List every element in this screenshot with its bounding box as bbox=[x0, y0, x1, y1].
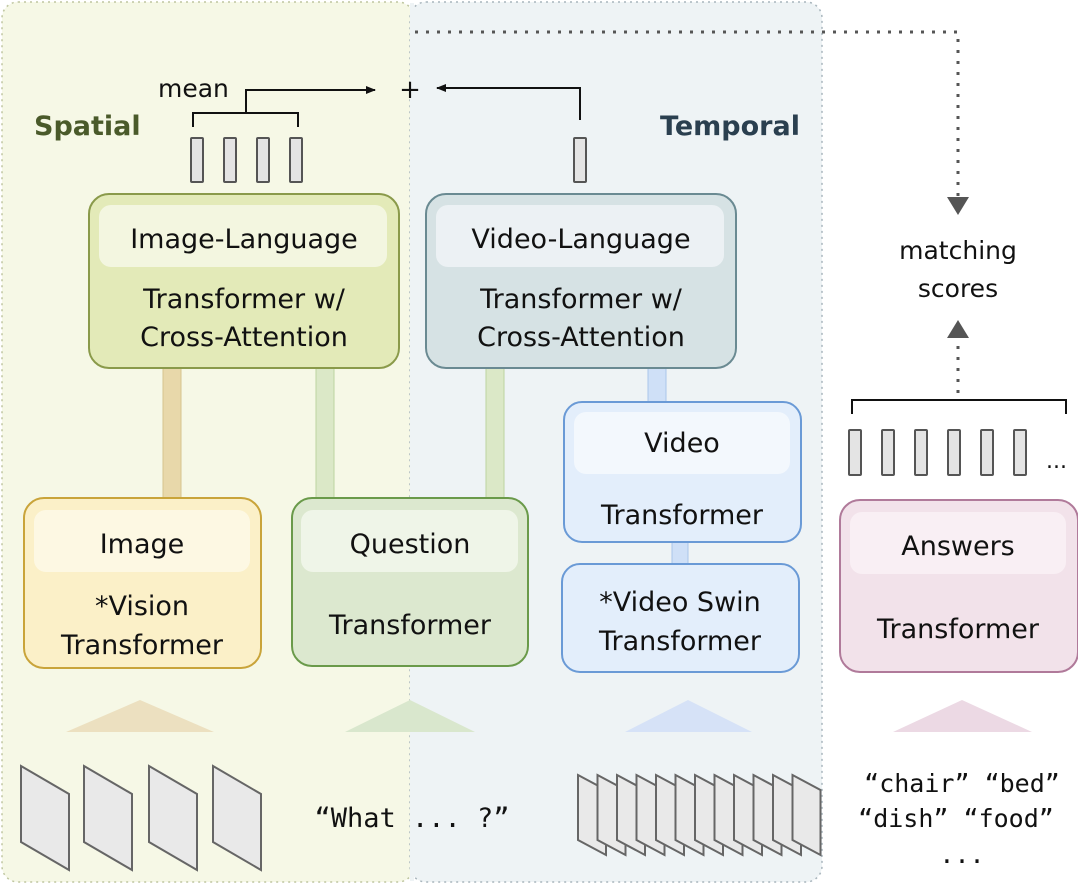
answers-input-more: ... bbox=[939, 840, 984, 869]
spatial-tokens bbox=[190, 137, 303, 183]
video-title: Video bbox=[644, 428, 720, 459]
mean-bracket bbox=[192, 90, 375, 127]
token-bar bbox=[190, 137, 204, 183]
plus-sign: + bbox=[399, 75, 421, 105]
image-frame bbox=[20, 764, 70, 872]
video-swin-transformer: *Video Swin Transformer bbox=[561, 563, 800, 673]
image-language-transformer: Image-Language Transformer w/ Cross-Atte… bbox=[88, 193, 400, 369]
image-title: Image bbox=[100, 529, 185, 560]
arrowhead-up bbox=[947, 320, 969, 338]
image-line2: Transformer bbox=[60, 630, 224, 661]
video-swin-line1: *Video Swin bbox=[599, 587, 761, 618]
token-bar bbox=[223, 137, 237, 183]
connector-swin bbox=[671, 541, 689, 565]
image-frame bbox=[212, 764, 262, 872]
image-language-line2: Cross-Attention bbox=[140, 322, 348, 353]
connector-video bbox=[647, 367, 667, 403]
matching-scores-line2: scores bbox=[918, 274, 998, 303]
image-input-triangle bbox=[66, 700, 214, 732]
temporal-token bbox=[573, 137, 587, 183]
question-input-triangle bbox=[345, 700, 475, 732]
image-frames bbox=[20, 764, 262, 872]
answer-tokens bbox=[848, 429, 1027, 476]
answers-title: Answers bbox=[901, 531, 1015, 562]
temporal-title: Temporal bbox=[660, 111, 800, 142]
video-swin-line2: Transformer bbox=[598, 626, 762, 657]
token-bar bbox=[914, 429, 928, 476]
question-title: Question bbox=[350, 529, 471, 560]
video-language-line2: Cross-Attention bbox=[477, 322, 685, 353]
spatial-title: Spatial bbox=[34, 111, 141, 142]
question-transformer: Question Transformer bbox=[291, 497, 529, 667]
question-input-text: “What ... ?” bbox=[314, 803, 509, 834]
answers-bracket bbox=[851, 399, 1067, 414]
video-transformer: Video Transformer bbox=[563, 401, 802, 543]
image-line1: *Vision bbox=[95, 591, 189, 622]
matching-scores-line1: matching bbox=[899, 236, 1017, 265]
arrowhead-down bbox=[947, 197, 969, 215]
connector-question-left bbox=[315, 367, 335, 499]
token-bar bbox=[947, 429, 961, 476]
video-line1: Transformer bbox=[600, 500, 764, 531]
answers-input-row2: “dish” “food” bbox=[858, 804, 1054, 833]
token-bar bbox=[256, 137, 270, 183]
connector-question-right bbox=[485, 367, 505, 499]
image-language-title: Image-Language bbox=[130, 224, 358, 255]
token-bar bbox=[1013, 429, 1027, 476]
question-line1: Transformer bbox=[328, 610, 492, 641]
answers-line1: Transformer bbox=[876, 614, 1040, 645]
connector-image bbox=[162, 367, 182, 499]
video-language-line1: Transformer w/ bbox=[479, 284, 683, 315]
video-frame bbox=[791, 773, 822, 857]
image-transformer: Image *Vision Transformer bbox=[23, 497, 262, 669]
image-frame bbox=[83, 764, 133, 872]
token-bar bbox=[980, 429, 994, 476]
video-input-triangle bbox=[625, 700, 752, 732]
token-bar bbox=[289, 137, 303, 183]
video-language-title: Video-Language bbox=[471, 224, 690, 255]
answer-tokens-ellipsis: ... bbox=[1046, 449, 1067, 474]
overlap-region bbox=[410, 3, 414, 881]
answers-input-triangle bbox=[893, 700, 1032, 732]
temporal-arrow bbox=[436, 84, 581, 120]
mean-label: mean bbox=[158, 74, 229, 103]
answers-input-row1: “chair” “bed” bbox=[864, 769, 1060, 798]
token-bar bbox=[881, 429, 895, 476]
image-language-line1: Transformer w/ bbox=[142, 284, 346, 315]
image-frame bbox=[148, 764, 198, 872]
video-language-transformer: Video-Language Transformer w/ Cross-Atte… bbox=[425, 193, 737, 369]
answers-transformer: Answers Transformer bbox=[839, 499, 1078, 673]
token-bar bbox=[848, 429, 862, 476]
video-frames bbox=[577, 773, 822, 857]
